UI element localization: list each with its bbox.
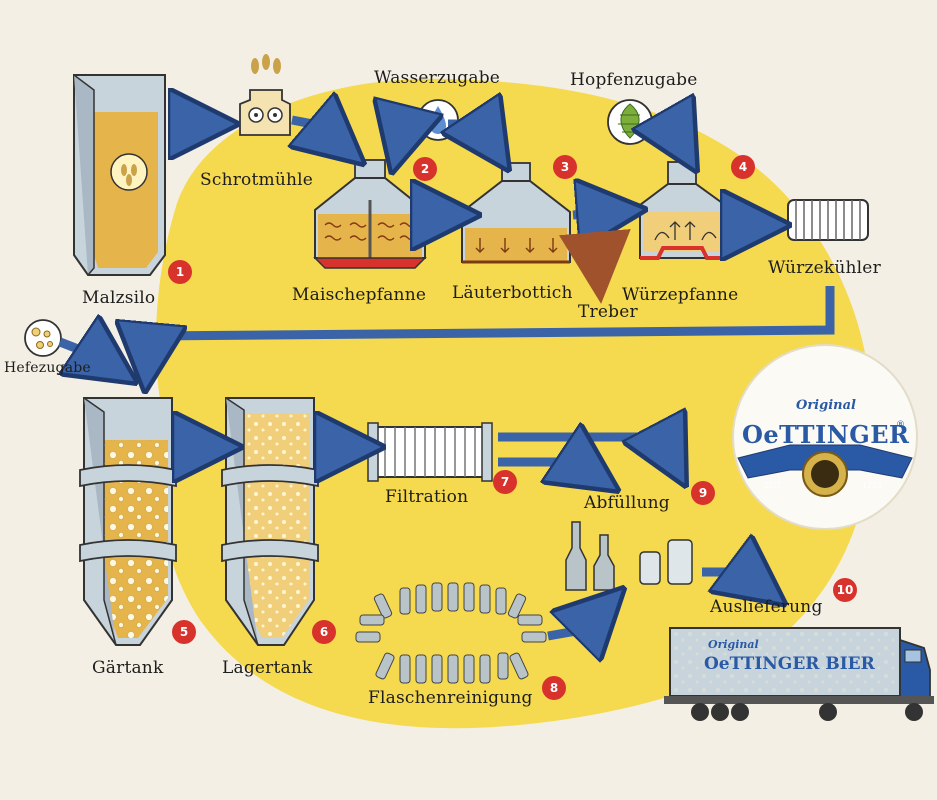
label-auslieferung: Auslieferung: [710, 597, 823, 617]
logo-seit: SEIT: [764, 481, 782, 490]
label-maischepfanne: Maischepfanne: [292, 285, 427, 305]
step-badge-6: 6: [312, 620, 336, 644]
label-abfuellung: Abfüllung: [584, 493, 670, 513]
logo-reg-mark: ®: [896, 420, 905, 430]
step-badge-5: 5: [172, 620, 196, 644]
truck-icon: [664, 627, 934, 721]
bottle-cleaning-icon: [355, 582, 547, 684]
label-wuerzepfanne: Würzepfanne: [622, 285, 739, 305]
schrotmuehle-icon: [239, 54, 291, 136]
hop-icon: [607, 99, 653, 145]
label-schrotmuehle: Schrotmühle: [200, 170, 314, 190]
label-wasserzugabe: Wasserzugabe: [374, 68, 501, 88]
step-badge-2: 2: [413, 157, 437, 181]
laeuterbottich-icon: [461, 162, 571, 264]
logo-brand-text: OeTTINGER: [742, 420, 910, 449]
logo-year: 1731: [862, 481, 883, 490]
filter-icon: [367, 422, 493, 482]
bottles-cans-icon: [565, 521, 693, 591]
step-badge-1: 1: [168, 260, 192, 284]
label-gaertank: Gärtank: [92, 658, 164, 678]
gaertank-icon: [79, 397, 177, 646]
label-wuerzekuehler: Würzekühler: [768, 258, 881, 278]
label-hopfenzugabe: Hopfenzugabe: [570, 70, 698, 90]
label-laeuterbottich: Läuterbottich: [452, 283, 573, 303]
label-lagertank: Lagertank: [222, 658, 313, 678]
step-badge-8: 8: [542, 676, 566, 700]
truck-small-text: Original: [708, 638, 759, 651]
wuerzepfanne-icon: [639, 161, 726, 260]
malzsilo-icon: [73, 74, 166, 276]
treber-arrow: [559, 229, 631, 304]
process-arrows: [60, 120, 835, 636]
oettinger-logo: [732, 344, 918, 530]
label-flaschenreinigung: Flaschenreinigung: [368, 688, 533, 708]
step-badge-7: 7: [493, 470, 517, 494]
label-malzsilo: Malzsilo: [82, 288, 156, 308]
step-badge-3: 3: [553, 155, 577, 179]
yeast-icon: [24, 319, 62, 357]
logo-small-text: Original: [796, 398, 856, 413]
step-badge-9: 9: [691, 481, 715, 505]
label-treber: Treber: [578, 302, 638, 322]
label-filtration: Filtration: [385, 487, 469, 507]
wuerzekuehler-icon: [787, 199, 869, 241]
step-badge-4: 4: [731, 155, 755, 179]
label-hefezugabe: Hefezugabe: [4, 360, 91, 376]
truck-brand-text: OeTTINGER BIER: [704, 654, 875, 674]
step-badge-10: 10: [833, 578, 857, 602]
lagertank-icon: [221, 397, 319, 646]
